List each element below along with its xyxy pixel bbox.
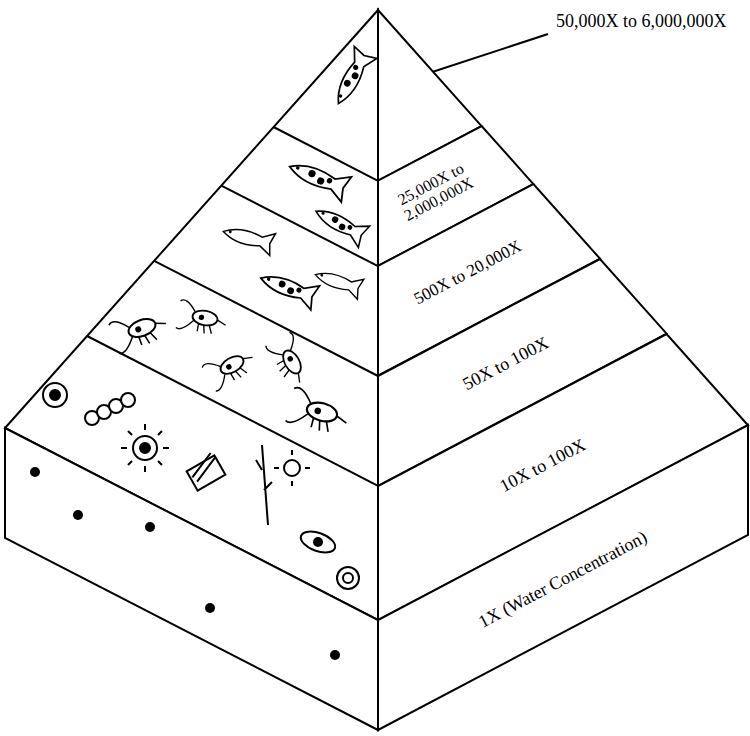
concentration-label: 50,000X to 6,000,000X: [556, 12, 727, 32]
pyramid-band: 1X (Water Concentration): [378, 425, 748, 730]
